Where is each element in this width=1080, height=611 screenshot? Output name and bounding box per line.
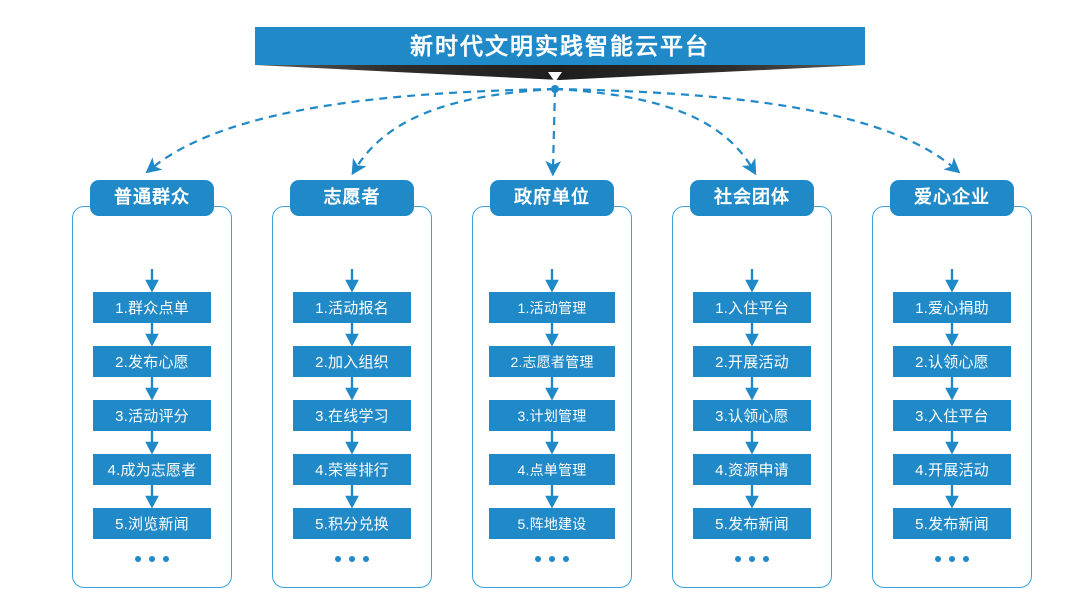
more-items-ellipsis[interactable] [535,556,569,562]
flow-item[interactable]: 3.入住平台 [893,400,1011,431]
flow-item[interactable]: 5.发布新闻 [893,508,1011,539]
dot-icon [763,556,769,562]
dot-icon [363,556,369,562]
arrow-down-icon [145,323,159,346]
caret-down-icon [548,72,562,82]
dot-icon [135,556,141,562]
column-header-2[interactable]: 志愿者 [290,180,414,216]
page-title: 新时代文明实践智能云平台 [410,32,710,59]
role-column-putongqunzhong[interactable]: 普通群众 1.群众点单 2.发布心愿 3.活动评分 4.成为志愿者 5.浏览新闻 [72,180,232,588]
column-items-4: 1.入住平台 2.开展活动 3.认领心愿 4.资源申请 5.发布新闻 [673,269,831,562]
arrow-down-icon [745,269,759,292]
flow-item[interactable]: 4.开展活动 [893,454,1011,485]
flow-item[interactable]: 4.荣誉排行 [293,454,411,485]
flow-item[interactable]: 5.浏览新闻 [93,508,211,539]
arrow-down-icon [145,431,159,454]
arrow-down-icon [945,377,959,400]
flow-item[interactable]: 1.爱心捐助 [893,292,1011,323]
column-header-3[interactable]: 政府单位 [490,180,614,216]
more-items-ellipsis[interactable] [735,556,769,562]
flow-item[interactable]: 2.认领心愿 [893,346,1011,377]
flow-item[interactable]: 5.发布新闻 [693,508,811,539]
arrow-down-icon [345,377,359,400]
dot-icon [549,556,555,562]
arrow-down-icon [345,323,359,346]
dot-icon [535,556,541,562]
role-column-shehuituanti[interactable]: 社会团体 1.入住平台 2.开展活动 3.认领心愿 4.资源申请 5.发布新闻 [672,180,832,588]
column-items-3: 1.活动管理 2.志愿者管理 3.计划管理 4.点单管理 5.阵地建设 [473,269,631,562]
arrow-down-icon [545,269,559,292]
platform-title-banner: 新时代文明实践智能云平台 [255,27,865,65]
column-items-1: 1.群众点单 2.发布心愿 3.活动评分 4.成为志愿者 5.浏览新闻 [73,269,231,562]
role-column-zhiyuanzhe[interactable]: 志愿者 1.活动报名 2.加入组织 3.在线学习 4.荣誉排行 5.积分兑换 [272,180,432,588]
flow-item[interactable]: 2.加入组织 [293,346,411,377]
arrow-down-icon [545,431,559,454]
flow-item[interactable]: 5.阵地建设 [489,508,615,539]
flow-item[interactable]: 1.活动管理 [489,292,615,323]
arrow-down-icon [345,269,359,292]
flow-item[interactable]: 3.认领心愿 [693,400,811,431]
arrow-down-icon [545,323,559,346]
flow-item[interactable]: 2.发布心愿 [93,346,211,377]
column-items-2: 1.活动报名 2.加入组织 3.在线学习 4.荣誉排行 5.积分兑换 [273,269,431,562]
flow-item[interactable]: 4.成为志愿者 [93,454,211,485]
arrow-down-icon [945,485,959,508]
dot-icon [949,556,955,562]
dot-icon [735,556,741,562]
arrow-down-icon [345,485,359,508]
arrow-down-icon [145,269,159,292]
flow-item[interactable]: 1.入住平台 [693,292,811,323]
arrow-down-icon [345,431,359,454]
column-items-5: 1.爱心捐助 2.认领心愿 3.入住平台 4.开展活动 5.发布新闻 [873,269,1031,562]
arrow-down-icon [145,377,159,400]
dot-icon [935,556,941,562]
dot-icon [563,556,569,562]
flow-item[interactable]: 4.资源申请 [693,454,811,485]
flow-item[interactable]: 3.计划管理 [489,400,615,431]
arrow-down-icon [945,431,959,454]
dot-icon [749,556,755,562]
dot-icon [149,556,155,562]
flow-item[interactable]: 3.活动评分 [93,400,211,431]
more-items-ellipsis[interactable] [135,556,169,562]
column-header-5[interactable]: 爱心企业 [890,180,1014,216]
arrow-down-icon [745,377,759,400]
more-items-ellipsis[interactable] [335,556,369,562]
role-column-aixinqiye[interactable]: 爱心企业 1.爱心捐助 2.认领心愿 3.入住平台 4.开展活动 5.发布新闻 [872,180,1032,588]
flow-item[interactable]: 1.群众点单 [93,292,211,323]
arrow-down-icon [945,323,959,346]
flow-item[interactable]: 2.志愿者管理 [489,346,615,377]
arrow-down-icon [745,431,759,454]
dot-icon [163,556,169,562]
role-column-zhengfudanwei[interactable]: 政府单位 1.活动管理 2.志愿者管理 3.计划管理 4.点单管理 5.阵地建设 [472,180,632,588]
more-items-ellipsis[interactable] [935,556,969,562]
dot-icon [335,556,341,562]
arrow-down-icon [545,485,559,508]
flow-item[interactable]: 3.在线学习 [293,400,411,431]
column-header-4[interactable]: 社会团体 [690,180,814,216]
flow-item[interactable]: 4.点单管理 [489,454,615,485]
dot-icon [963,556,969,562]
flow-item[interactable]: 5.积分兑换 [293,508,411,539]
arrow-down-icon [545,377,559,400]
flow-item[interactable]: 2.开展活动 [693,346,811,377]
column-header-1[interactable]: 普通群众 [90,180,214,216]
arrow-down-icon [945,269,959,292]
flow-item[interactable]: 1.活动报名 [293,292,411,323]
arrow-down-icon [145,485,159,508]
arrow-down-icon [745,485,759,508]
arrow-down-icon [745,323,759,346]
dot-icon [349,556,355,562]
